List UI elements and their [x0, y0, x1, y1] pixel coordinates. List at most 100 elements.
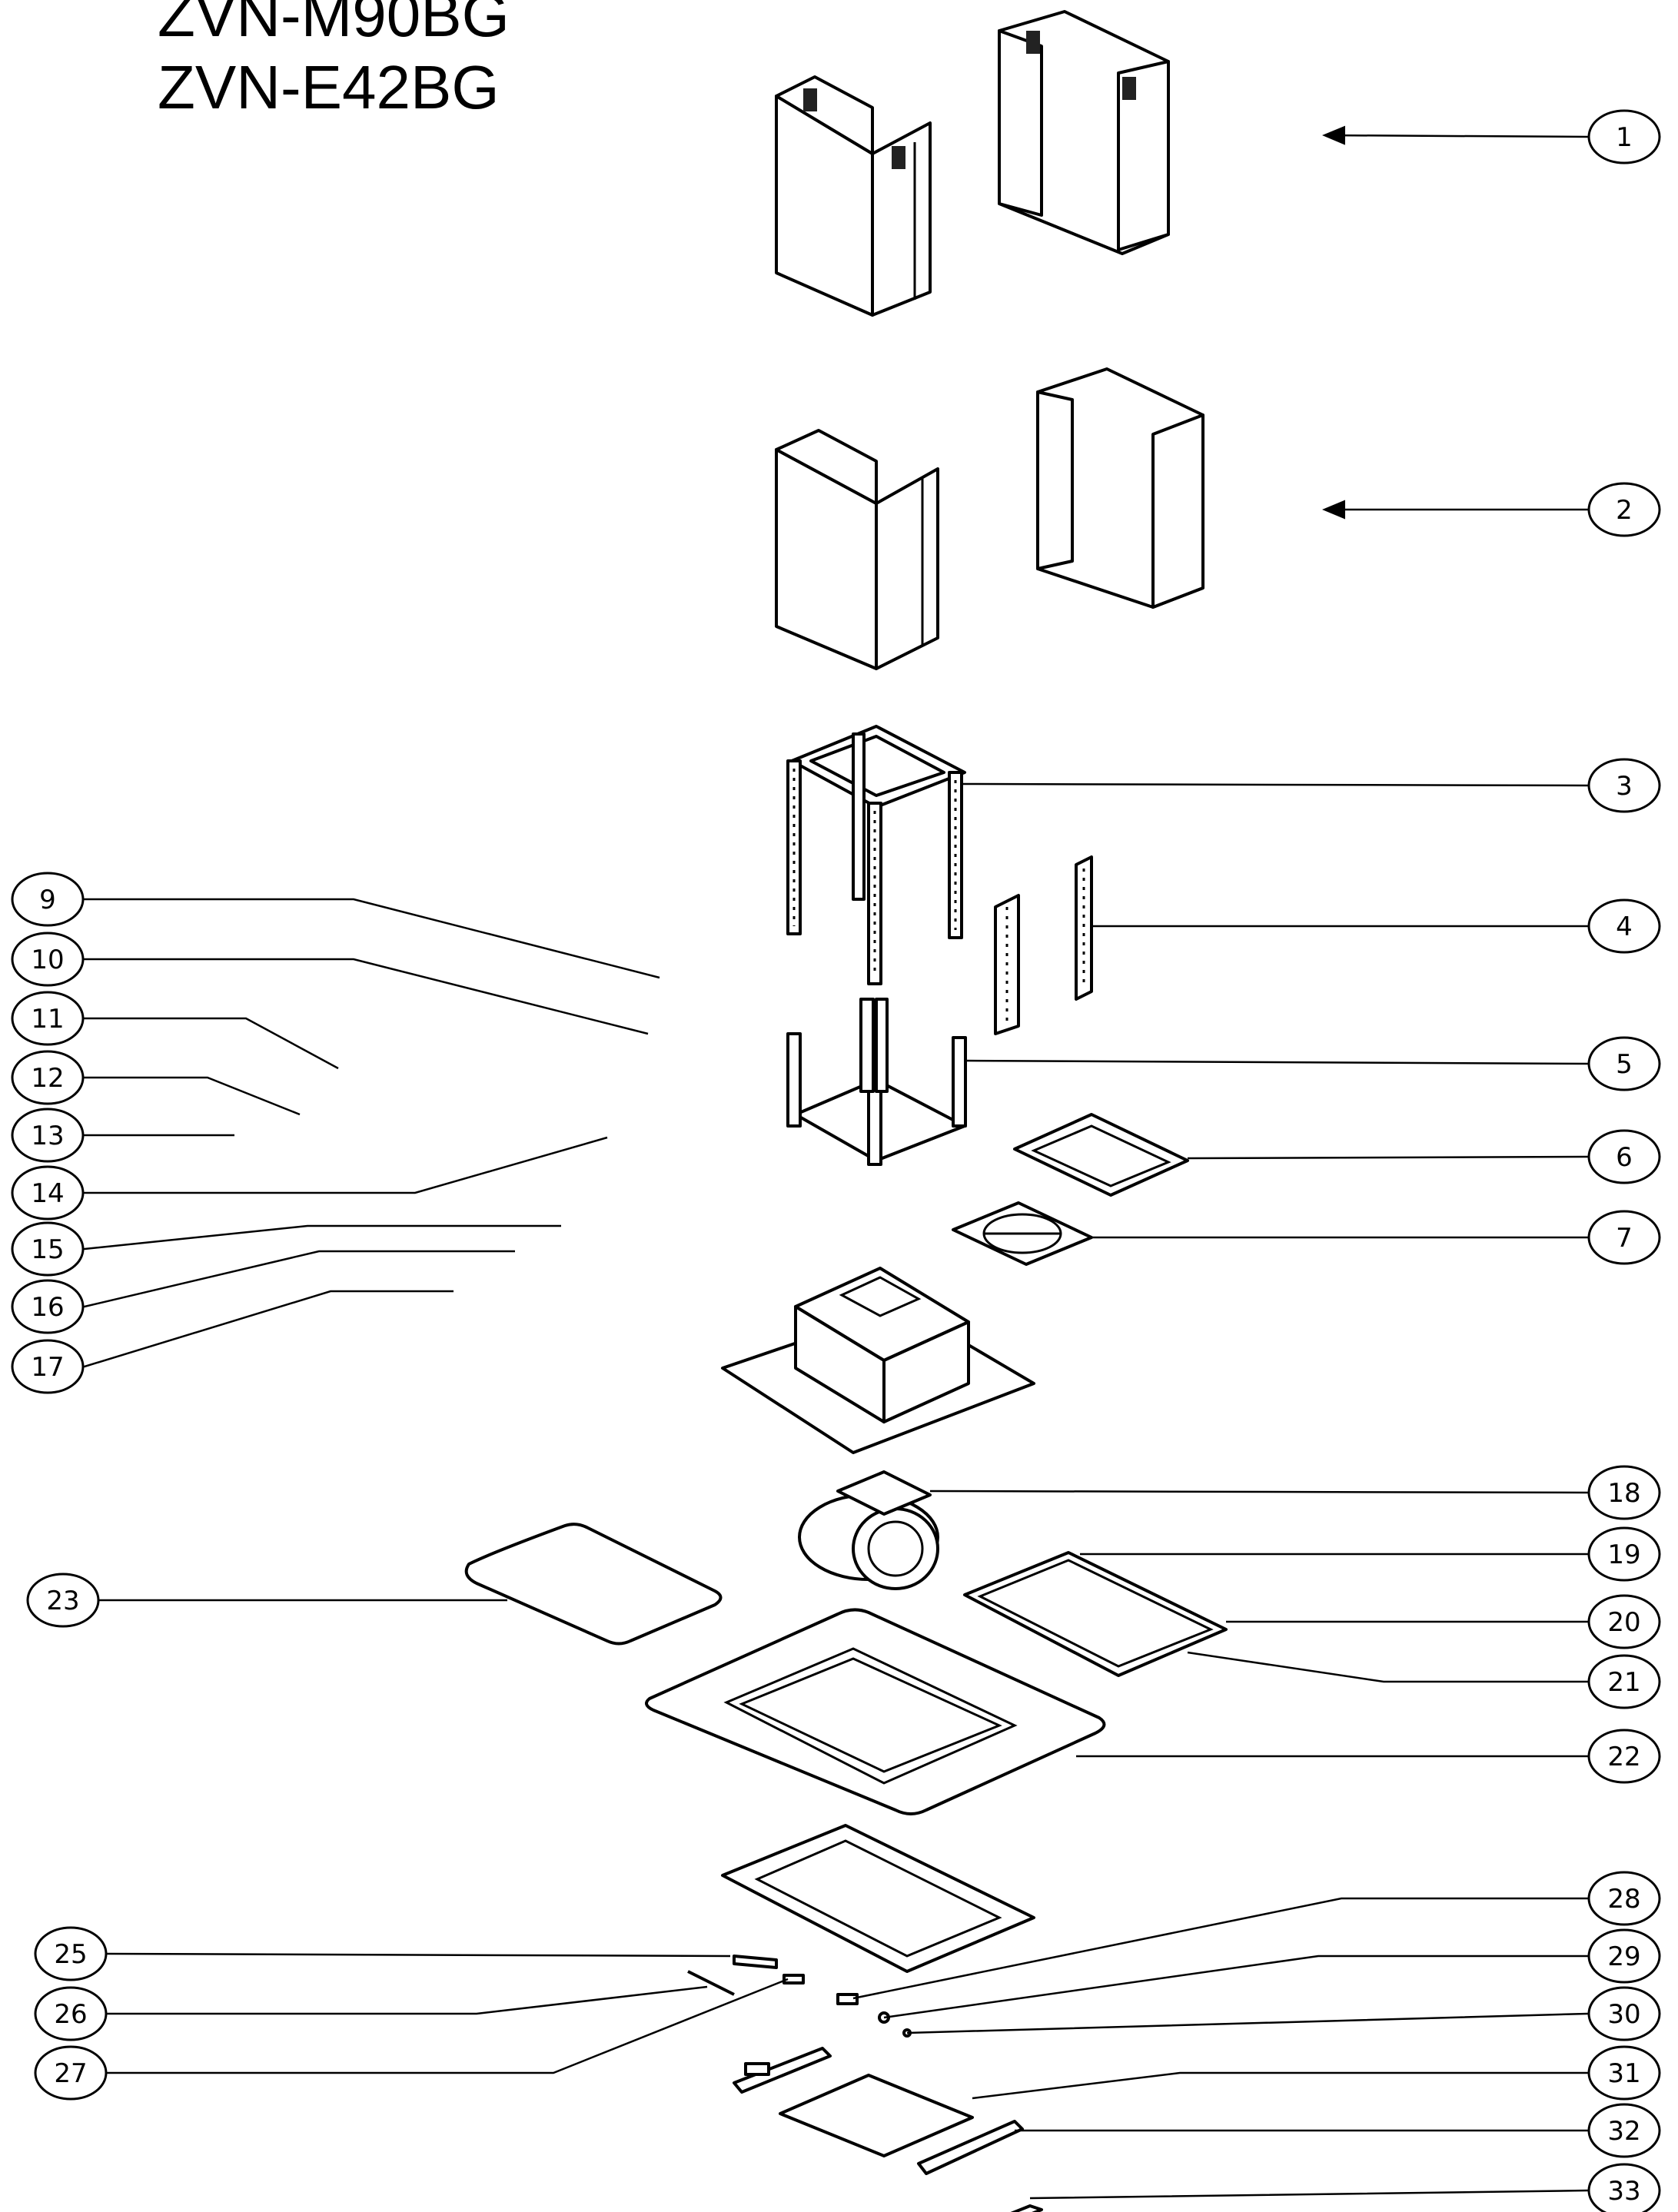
callout-bubble	[11, 1050, 85, 1105]
callout-bubble	[1587, 1871, 1661, 1926]
leader-line-33	[1029, 2189, 1624, 2200]
callout-bubble	[11, 991, 85, 1046]
leader-line-11	[48, 1017, 339, 1070]
callout-bubble	[1587, 1210, 1661, 1265]
callout-4: 4	[1587, 898, 1661, 954]
callout-bubble	[1587, 2045, 1661, 2101]
model-title-2: ZVN-E42BG	[158, 53, 500, 121]
small-hardware-parts	[687, 1955, 1043, 2212]
callout-31: 31	[1587, 2045, 1661, 2101]
callout-bubble	[1587, 1129, 1661, 1184]
callout-33: 33	[1587, 2163, 1661, 2212]
callout-23: 23	[26, 1573, 100, 1628]
leader-line-30	[906, 2012, 1624, 2034]
callout-bubble	[1587, 2103, 1661, 2158]
callout-number: 13	[31, 1121, 64, 1151]
leader-line-21	[1187, 1651, 1624, 1683]
callout-15: 15	[11, 1221, 85, 1277]
model-title-1: ZVN-M90BG	[158, 0, 510, 49]
callout-14: 14	[11, 1165, 85, 1221]
callout-bubble	[1587, 109, 1661, 164]
callout-bubble	[11, 1279, 85, 1334]
callout-bubble	[1587, 1654, 1661, 1709]
callout-26: 26	[34, 1986, 108, 2041]
callout-21: 21	[1587, 1654, 1661, 1709]
callout-13: 13	[11, 1108, 85, 1163]
callout-bubble	[1587, 1465, 1661, 1520]
leader-line-9	[48, 898, 660, 979]
callout-bubble	[34, 1926, 108, 1981]
canopy-plate	[645, 1608, 1106, 1815]
callout-29: 29	[1587, 1928, 1661, 1984]
callout-number: 10	[31, 945, 64, 975]
callout-number: 12	[31, 1063, 64, 1094]
callout-bubble	[26, 1573, 100, 1628]
leader-line-18	[929, 1490, 1624, 1494]
callout-number: 29	[1607, 1941, 1640, 1972]
callout-bubble	[11, 1108, 85, 1163]
callout-number: 26	[54, 1999, 87, 2030]
lower-chimney-cover	[775, 367, 1205, 670]
leader-line-29	[883, 1955, 1624, 2019]
callout-number: 5	[1616, 1049, 1633, 1080]
damper-plate	[952, 1201, 1093, 1266]
callout-27: 27	[34, 2045, 108, 2101]
vertical-brackets	[994, 855, 1093, 1035]
callout-bubble	[1587, 1729, 1661, 1784]
callout-number: 7	[1616, 1223, 1633, 1254]
callout-11: 11	[11, 991, 85, 1046]
callout-3: 3	[1587, 758, 1661, 813]
callout-7: 7	[1587, 1210, 1661, 1265]
leader-line-12	[48, 1076, 301, 1116]
callout-number: 6	[1616, 1142, 1633, 1173]
callout-32: 32	[1587, 2103, 1661, 2158]
upper-chimney-cover	[775, 10, 1170, 317]
callout-number: 32	[1607, 2116, 1640, 2147]
callout-bubble	[11, 932, 85, 987]
callout-20: 20	[1587, 1594, 1661, 1649]
blower-motor	[798, 1470, 939, 1590]
callout-17: 17	[11, 1339, 85, 1394]
callout-number: 11	[31, 1004, 64, 1035]
callout-bubbles: 1234567910111213141516171819202122232526…	[11, 109, 1661, 2212]
callout-bubble	[11, 1221, 85, 1277]
callout-number: 28	[1607, 1884, 1640, 1915]
leader-line-25	[71, 1952, 731, 1958]
callout-18: 18	[1587, 1465, 1661, 1520]
callout-22: 22	[1587, 1729, 1661, 1784]
callout-bubble	[1587, 1526, 1661, 1582]
callout-number: 17	[31, 1352, 64, 1383]
leader-line-10	[48, 958, 649, 1035]
callout-bubble	[1587, 1986, 1661, 2041]
callout-16: 16	[11, 1279, 85, 1334]
upper-frame	[786, 725, 966, 985]
callout-30: 30	[1587, 1986, 1661, 2041]
callout-number: 1	[1616, 122, 1633, 153]
leader-line-17	[48, 1290, 454, 1368]
callout-number: 18	[1607, 1478, 1640, 1509]
callout-number: 4	[1616, 912, 1633, 942]
leader-line-16	[48, 1250, 515, 1308]
callout-number: 3	[1616, 771, 1633, 802]
callout-number: 30	[1607, 1999, 1640, 2030]
callout-5: 5	[1587, 1036, 1661, 1091]
leader-line-26	[71, 1985, 708, 2015]
leader-line-31	[972, 2071, 1624, 2100]
callout-28: 28	[1587, 1871, 1661, 1926]
callout-bubble	[1587, 2163, 1661, 2212]
leader-line-15	[48, 1224, 561, 1250]
callout-number: 25	[54, 1939, 87, 1970]
callout-number: 16	[31, 1292, 64, 1323]
callout-number: 20	[1607, 1607, 1640, 1638]
callout-number: 23	[46, 1586, 79, 1616]
callout-1: 1	[1587, 109, 1661, 164]
callout-bubble	[11, 1339, 85, 1394]
callout-number: 33	[1607, 2176, 1640, 2207]
callout-number: 2	[1616, 495, 1633, 526]
callout-bubble	[1587, 758, 1661, 813]
lower-trim-frame	[721, 1824, 1035, 1973]
callout-bubble	[1587, 1928, 1661, 1984]
callout-6: 6	[1587, 1129, 1661, 1184]
callout-number: 21	[1607, 1667, 1640, 1698]
